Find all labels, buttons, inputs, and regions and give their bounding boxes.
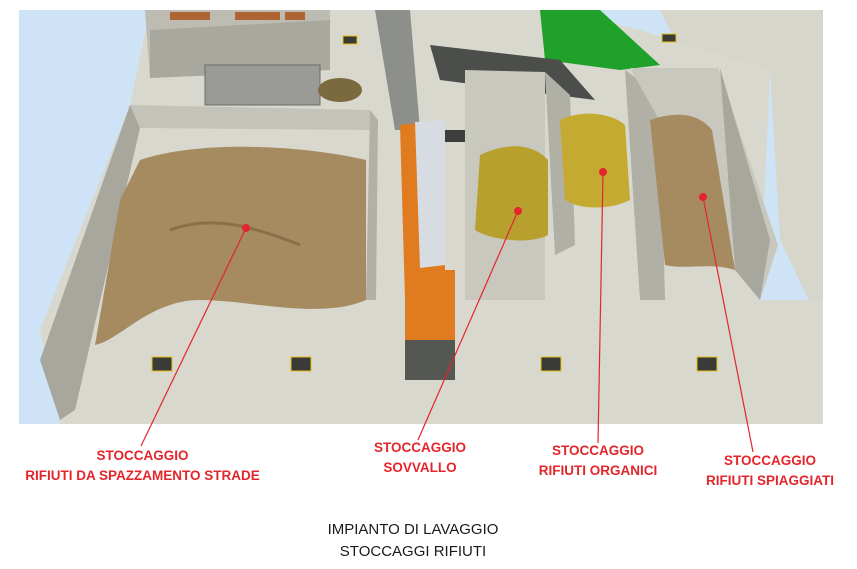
sand-ridge xyxy=(169,221,301,247)
sand-pile xyxy=(95,146,366,345)
organic-pile-sovvallo xyxy=(475,146,548,241)
label-line: RIFIUTI SPIAGGIATI xyxy=(706,473,834,488)
label-storage-organic: STOCCAGGIO RIFIUTI ORGANICI xyxy=(528,441,668,481)
marker-sovvallo xyxy=(514,207,522,215)
floor-drain xyxy=(540,356,562,372)
caption-title: IMPIANTO DI LAVAGGIO xyxy=(327,521,499,538)
organic-pile xyxy=(560,113,630,208)
roof-hatch xyxy=(285,12,305,20)
leader-lines xyxy=(140,171,754,453)
floor-slab xyxy=(19,10,823,424)
label-line: STOCCAGGIO xyxy=(551,443,644,458)
marker-strade xyxy=(242,224,250,232)
label-line: STOCCAGGIO xyxy=(96,448,189,463)
green-heap xyxy=(540,10,660,70)
floor-drain xyxy=(661,33,677,43)
bay-back-wall xyxy=(130,105,370,130)
hopper-stand xyxy=(405,340,455,380)
label-line: STOCCAGGIO xyxy=(723,453,816,468)
marker-organici xyxy=(599,168,607,176)
feed-conveyor xyxy=(375,10,420,130)
silo xyxy=(318,78,362,102)
floor-drain xyxy=(696,356,718,372)
label-line: RIFIUTI ORGANICI xyxy=(538,463,658,478)
bay-side-wall xyxy=(40,105,140,420)
label-line: SOVVALLO xyxy=(383,460,457,475)
roof-hatch xyxy=(170,12,210,20)
caption-subtitle: STOCCAGGI RIFIUTI xyxy=(339,543,487,560)
leader-line-strade xyxy=(140,227,247,447)
sieve-drum xyxy=(415,120,445,268)
floor-drain xyxy=(290,356,312,372)
wash-tank xyxy=(204,64,321,106)
building-front xyxy=(150,20,330,78)
bay-divider-wall xyxy=(366,110,378,300)
marker-spiaggiati xyxy=(699,193,707,201)
label-line: STOCCAGGIO xyxy=(373,440,466,455)
leader-line-sovvallo xyxy=(417,210,519,441)
sand-pile-beach xyxy=(650,114,735,270)
label-storage-sovvallo: STOCCAGGIO SOVVALLO xyxy=(350,438,490,478)
bay-right-wall xyxy=(720,68,770,300)
roof-hatch xyxy=(235,12,280,20)
label-storage-beached: STOCCAGGIO RIFIUTI SPIAGGIATI xyxy=(695,451,845,491)
hopper xyxy=(405,270,455,340)
floor-drain xyxy=(342,35,358,45)
floor-drain xyxy=(151,356,173,372)
leader-line-spiaggiati xyxy=(702,196,754,453)
leader-line-organici xyxy=(597,171,604,444)
label-storage-street-sweeping: STOCCAGGIO RIFIUTI DA SPAZZAMENTO STRADE xyxy=(20,446,265,486)
label-line: RIFIUTI DA SPAZZAMENTO STRADE xyxy=(25,468,260,483)
